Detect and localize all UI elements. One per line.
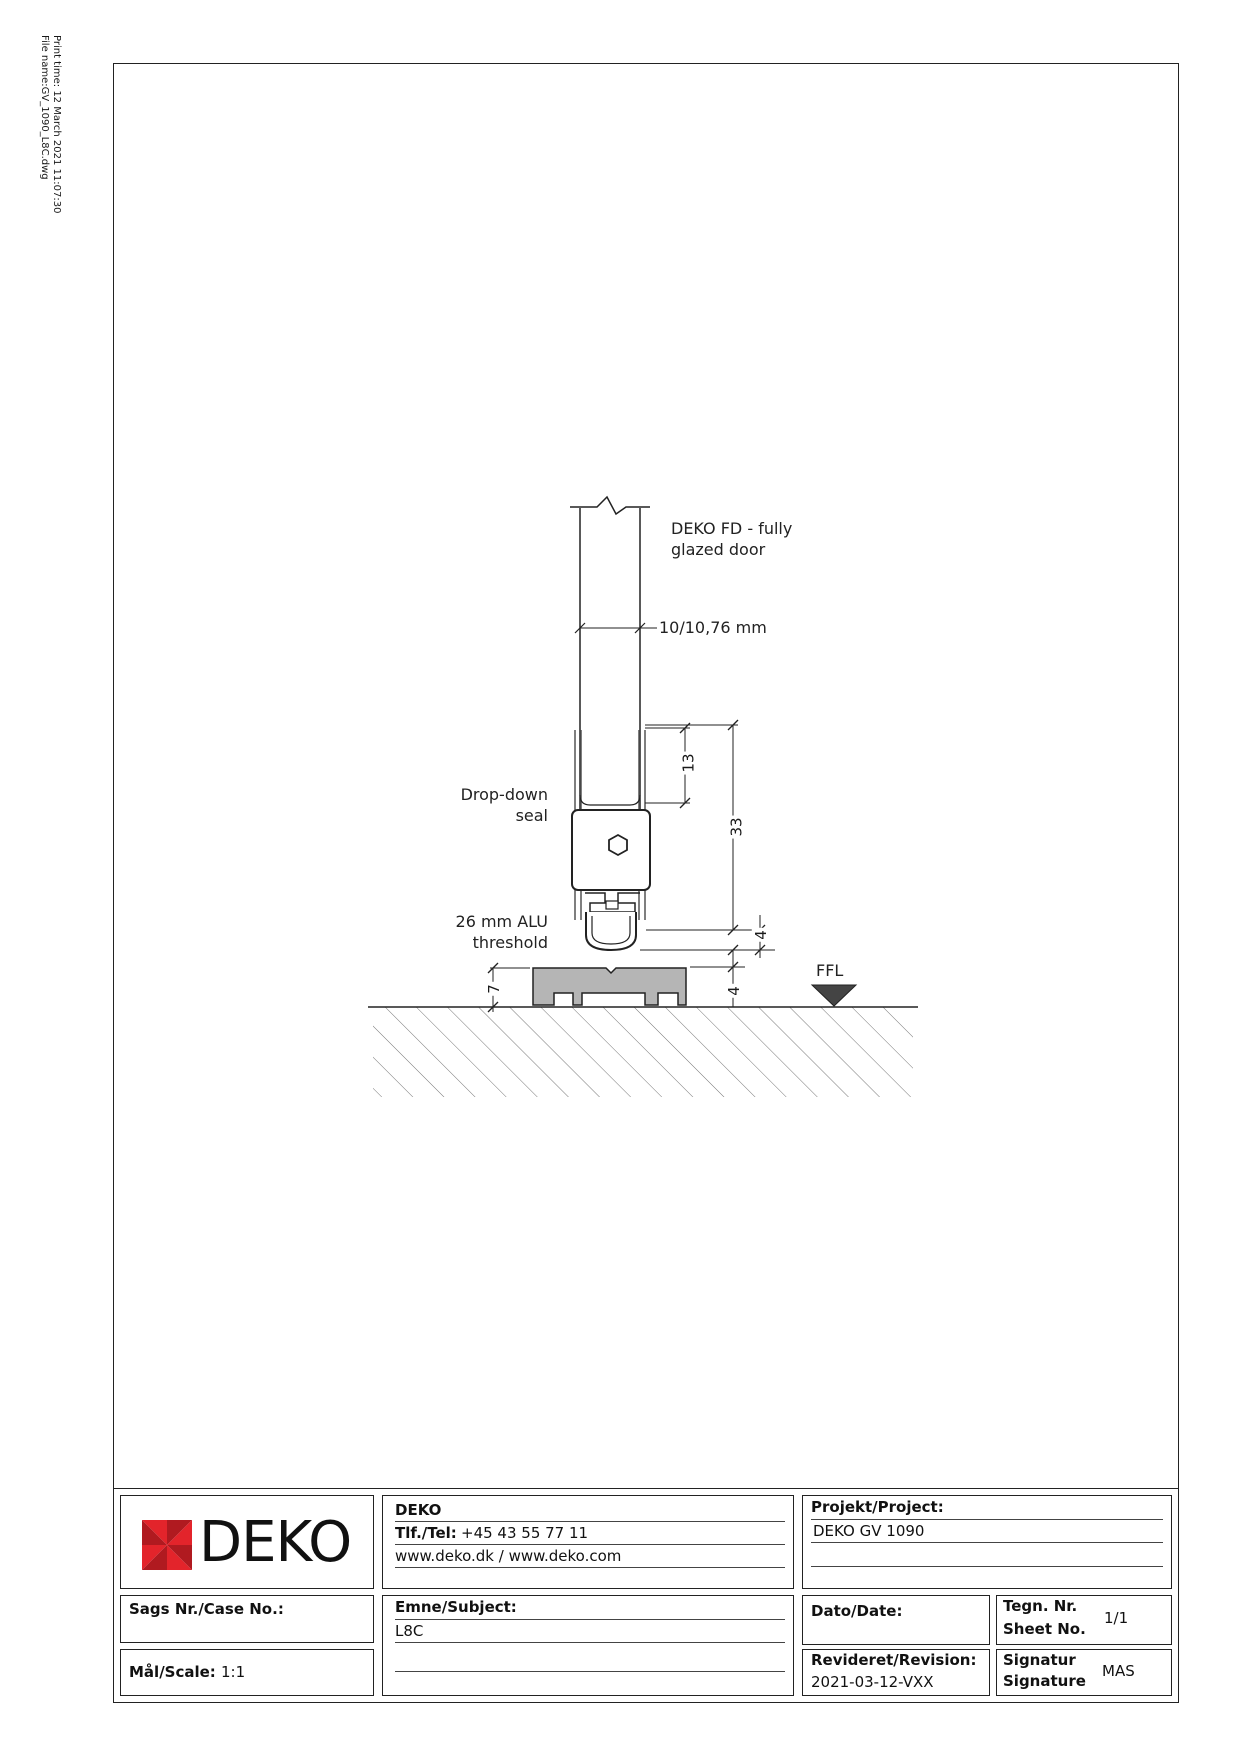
scale-value: 1:1	[221, 1663, 246, 1681]
revision-cell: Revideret/Revision: 2021-03-12-VXX	[802, 1649, 990, 1696]
signature-label-1: Signatur	[1003, 1651, 1076, 1669]
sheet-label-1: Tegn. Nr.	[1003, 1597, 1078, 1615]
glass-thickness-label: 10/10,76 mm	[659, 618, 767, 637]
subject-label: Emne/Subject:	[395, 1598, 517, 1616]
revision-value: 2021-03-12-VXX	[811, 1673, 934, 1691]
seal-label-line2: seal	[515, 806, 548, 825]
dim-13-value: 13	[679, 751, 698, 775]
sheet-label-2: Sheet No.	[1003, 1620, 1086, 1638]
signature-value: MAS	[1102, 1662, 1135, 1680]
subject-cell: Emne/Subject: L8C	[382, 1595, 794, 1696]
signature-cell: Signatur Signature MAS	[996, 1649, 1172, 1696]
project-label: Projekt/Project:	[811, 1498, 944, 1516]
sheet-cell: Tegn. Nr. Sheet No. 1/1	[996, 1595, 1172, 1645]
company-name: DEKO	[395, 1501, 442, 1519]
drawing-frame	[113, 63, 1179, 1703]
hex-bolt-icon	[608, 833, 628, 857]
sheet-value: 1/1	[1104, 1609, 1129, 1627]
tel-label: Tlf./Tel:	[395, 1524, 457, 1542]
dim-33-value: 33	[727, 815, 746, 839]
door-label-line1: DEKO FD - fully	[671, 519, 793, 538]
case-cell: Sags Nr./Case No.:	[120, 1595, 374, 1643]
door-label-line2: glazed door	[671, 540, 766, 559]
case-label: Sags Nr./Case No.:	[129, 1600, 284, 1618]
threshold-label-line2: threshold	[472, 933, 548, 952]
seal-label-line1: Drop-down	[460, 785, 548, 804]
scale-cell: Mål/Scale: 1:1	[120, 1649, 374, 1696]
ffl-label: FFL	[816, 961, 844, 980]
company-cell: DEKO Tlf./Tel: +45 43 55 77 11 www.deko.…	[382, 1495, 794, 1589]
project-value: DEKO GV 1090	[813, 1522, 925, 1540]
subject-value: L8C	[395, 1622, 424, 1640]
logo-text: DEKO	[199, 1510, 352, 1575]
dim-4-upper-value: 4	[751, 928, 770, 942]
ffl-triangle-icon	[810, 984, 858, 1007]
project-cell: Projekt/Project: DEKO GV 1090	[802, 1495, 1172, 1589]
threshold-label-line1: 26 mm ALU	[455, 912, 548, 931]
date-label: Dato/Date:	[811, 1602, 903, 1620]
scale-label: Mål/Scale:	[129, 1663, 216, 1681]
seal-rubber	[585, 892, 640, 952]
glass-door	[570, 495, 650, 812]
dim-glass-thickness	[574, 622, 657, 634]
logo-cell: DEKO	[120, 1495, 374, 1589]
signature-label-2: Signature	[1003, 1672, 1086, 1690]
tel-value: +45 43 55 77 11	[461, 1524, 589, 1542]
website-link[interactable]: www.deko.dk / www.deko.com	[395, 1547, 622, 1565]
alu-threshold	[532, 967, 687, 1006]
title-block: DEKO DEKO Tlf./Tel: +45 43 55 77 11 www.…	[113, 1488, 1179, 1703]
date-cell: Dato/Date:	[802, 1595, 990, 1645]
dim-7-value: 7	[484, 982, 503, 996]
deko-logo-icon	[142, 1520, 192, 1570]
floor-hatch	[373, 1007, 913, 1097]
dim-4-lower-value: 4	[724, 984, 743, 998]
revision-label: Revideret/Revision:	[811, 1651, 977, 1669]
